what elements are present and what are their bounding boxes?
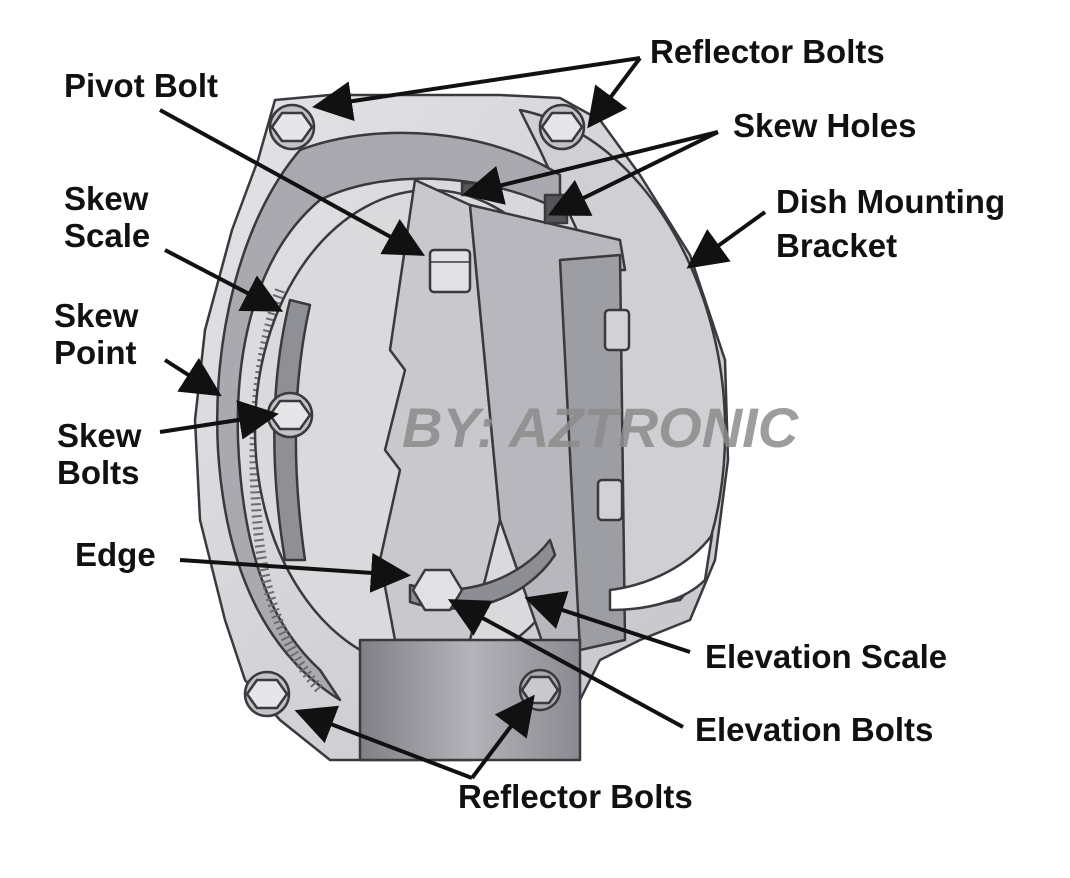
bolt-side-1: [603, 308, 631, 352]
label-edge: Edge: [75, 536, 156, 573]
label-dish-mounting-bracket-line2: Bracket: [776, 227, 897, 264]
callout-arrows: [159, 56, 767, 780]
label-pivot-bolt: Pivot Bolt: [64, 67, 218, 104]
label-skew-point-line1: Skew: [54, 297, 139, 334]
label-dish-mounting-bracket-line1: Dish Mounting: [776, 183, 1005, 220]
label-skew-point-line2: Point: [54, 334, 136, 371]
bolt-bottom-left: [243, 670, 291, 718]
label-elevation-scale: Elevation Scale: [705, 638, 947, 675]
mount-illustration: [193, 93, 730, 762]
bolt-pivot: [428, 248, 472, 294]
label-skew-bolts-line1: Skew: [57, 417, 142, 454]
labels: Reflector Bolts Pivot Bolt Skew Holes Di…: [54, 33, 1005, 815]
label-elevation-bolts: Elevation Bolts: [695, 711, 933, 748]
label-reflector-bolts-bottom: Reflector Bolts: [458, 778, 693, 815]
watermark: BY: AZTRONIC: [402, 396, 800, 459]
bolt-top-right: [538, 103, 586, 151]
label-skew-scale-line2: Scale: [64, 217, 150, 254]
label-reflector-bolts-top: Reflector Bolts: [650, 33, 885, 70]
bolt-side-2: [596, 478, 624, 522]
bolt-top-left: [268, 103, 316, 151]
bracket-cutout: [608, 533, 714, 612]
bolt-skew: [266, 391, 314, 439]
label-skew-scale-line1: Skew: [64, 180, 149, 217]
label-skew-holes: Skew Holes: [733, 107, 916, 144]
label-skew-bolts-line2: Bolts: [57, 454, 140, 491]
back-flange: [558, 253, 627, 652]
